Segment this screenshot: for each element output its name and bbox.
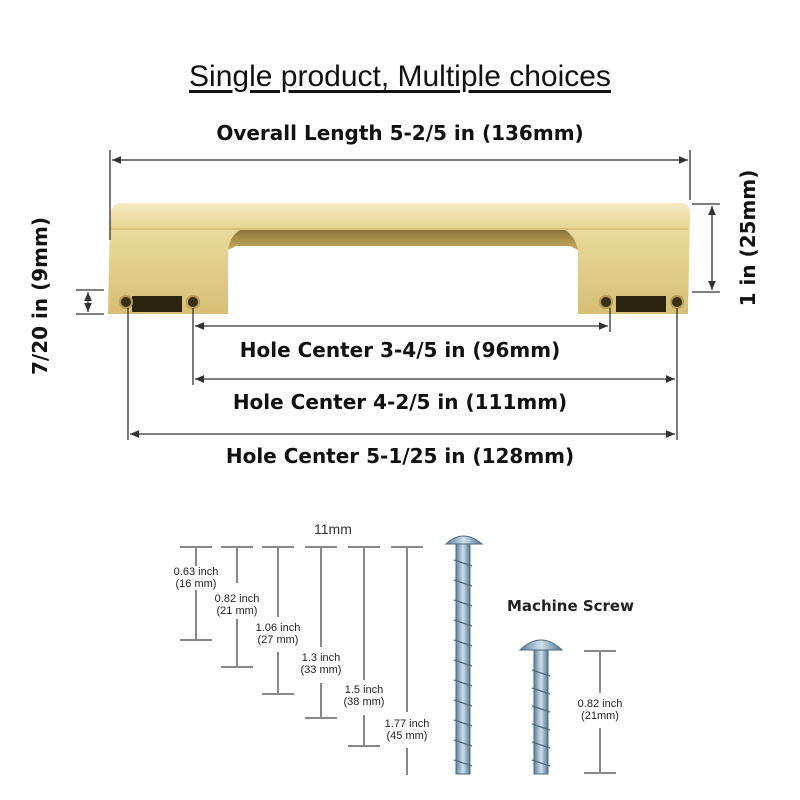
height-label: 1 in (25mm) — [736, 169, 760, 307]
page-title: Single product, Multiple choices — [189, 60, 611, 93]
dimension-lines — [76, 150, 720, 440]
length-mm: (16 mm) — [175, 578, 217, 590]
length-mm: (27 mm) — [257, 634, 299, 646]
machine-screw-length: 0.82 inch(21mm) — [570, 698, 630, 722]
length-mm: (45 mm) — [386, 730, 428, 742]
screw-length-0: 0.63 inch(16 mm) — [166, 566, 226, 590]
screw-length-bars — [180, 546, 616, 775]
screw-length-3: 1.3 inch(33 mm) — [291, 652, 351, 676]
screw-length-1: 0.82 inch(21 mm) — [207, 593, 267, 617]
machine-screw-label: Machine Screw — [507, 597, 634, 615]
length-mm: (21mm) — [581, 710, 619, 722]
length-mm: (33 mm) — [300, 664, 342, 676]
length-mm: (21 mm) — [216, 605, 258, 617]
length-inch: 0.63 inch — [173, 566, 219, 578]
overall-length-label: Overall Length 5-2/5 in (136mm) — [216, 121, 584, 145]
hole-center-96-label: Hole Center 3-4/5 in (96mm) — [239, 338, 561, 362]
leg-height-label: 7/20 in (9mm) — [28, 217, 52, 375]
length-inch: 1.5 inch — [344, 684, 384, 696]
cabinet-handle — [108, 203, 690, 314]
length-inch: 1.77 inch — [384, 718, 430, 730]
screw-length-4: 1.5 inch(38 mm) — [334, 684, 394, 708]
long-screw-image — [444, 535, 484, 775]
length-mm: (38 mm) — [343, 696, 385, 708]
length-inch: 1.06 inch — [255, 622, 301, 634]
screw-length-2: 1.06 inch(27 mm) — [248, 622, 308, 646]
length-inch: 0.82 inch — [577, 698, 623, 710]
length-inch: 1.3 inch — [301, 652, 341, 664]
hole-center-111-label: Hole Center 4-2/5 in (111mm) — [232, 390, 568, 414]
hole-center-128-label: Hole Center 5-1/25 in (128mm) — [225, 444, 575, 468]
screw-width-label: 11mm — [314, 521, 352, 537]
machine-screw-image — [518, 639, 564, 775]
screw-length-5: 1.77 inch(45 mm) — [377, 718, 437, 742]
length-inch: 0.82 inch — [214, 593, 260, 605]
